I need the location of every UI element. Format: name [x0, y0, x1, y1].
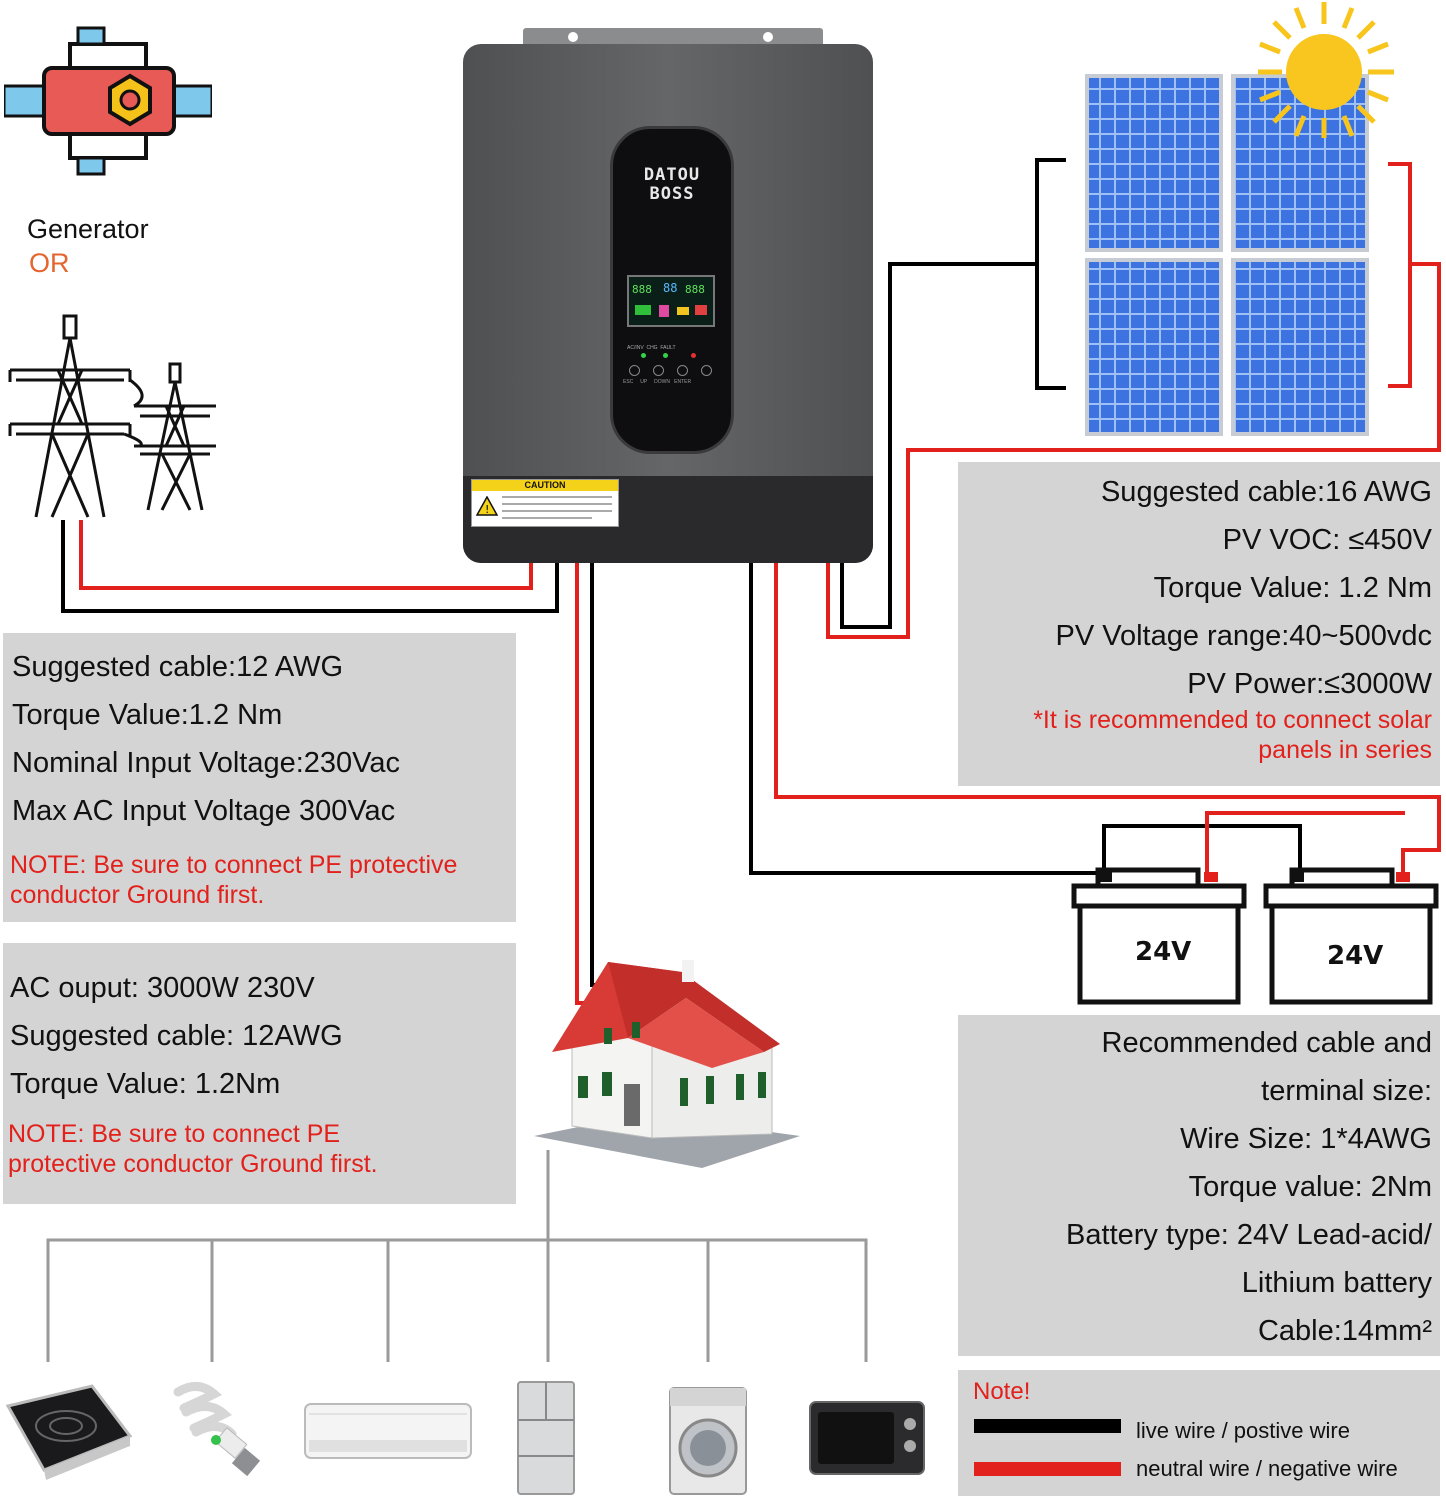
grid-note-line1: NOTE: Be sure to connect PE protective	[10, 851, 458, 879]
battery-negative-wire	[774, 562, 1441, 876]
battery-spec-line: Battery type: 24V Lead-acid/	[1066, 1219, 1432, 1251]
led-chg: CHG	[646, 345, 658, 351]
distribution-bus	[46, 1238, 868, 1362]
ac-spec-line: Torque Value: 1.2Nm	[10, 1068, 281, 1100]
up-label: UP	[640, 379, 648, 385]
enter-button[interactable]	[701, 365, 712, 376]
legend-item-neutral: neutral wire / negative wire	[1136, 1456, 1398, 1481]
battery-spec-line: Lithium battery	[1241, 1267, 1432, 1299]
refrigerator-icon	[517, 1381, 575, 1495]
legend-swatch-black	[974, 1419, 1121, 1433]
pv-bracket-left	[1035, 158, 1066, 390]
solar-panels-icon	[1085, 74, 1369, 436]
up-button[interactable]	[653, 365, 664, 376]
battery-spec-line: Wire Size: 1*4AWG	[1180, 1123, 1432, 1155]
battery-series-link	[1205, 811, 1405, 876]
legend-item-live: live wire / postive wire	[1136, 1418, 1350, 1443]
legend-title: Note!	[973, 1378, 1031, 1405]
led-ac-inv: AC/INV	[627, 345, 644, 351]
grid-spec-line: Torque Value:1.2 Nm	[12, 699, 283, 731]
battery-spec-box: Recommended cable and terminal size: Wir…	[958, 1015, 1440, 1356]
pv-spec-line: Torque Value: 1.2 Nm	[1153, 572, 1432, 604]
battery-spec-line: terminal size:	[1261, 1075, 1432, 1107]
grid-spec-line: Suggested cable:12 AWG	[12, 651, 344, 683]
pv-spec-line: PV Voltage range:40~500vdc	[1055, 620, 1433, 652]
microwave-oven-icon	[809, 1401, 925, 1475]
generator-label: Generator	[27, 214, 149, 244]
pv-spec-line: PV VOC: ≤450V	[1222, 524, 1432, 556]
led-fault: FAULT	[660, 345, 676, 351]
grid-neutral-wire	[79, 520, 533, 590]
led-indicators: AC/INV CHG FAULT	[627, 345, 719, 351]
ac-output-spec-box: AC ouput: 3000W 230V Suggested cable: 12…	[3, 943, 516, 1204]
ac-spec-line: Suggested cable: 12AWG	[10, 1020, 343, 1052]
lcd-digits-right: 888	[685, 283, 705, 296]
battery-icons	[1071, 867, 1439, 1005]
battery-label: 24V	[1135, 937, 1192, 967]
down-label: DOWN	[654, 379, 670, 385]
brand-line2: BOSS	[649, 184, 695, 204]
pv-negative-wire	[826, 262, 1441, 639]
battery-positive-wire	[749, 562, 1302, 876]
house-icon	[534, 960, 800, 1168]
ac-spec-line: AC ouput: 3000W 230V	[10, 972, 315, 1004]
air-conditioner-icon	[304, 1403, 472, 1459]
sun-icon	[1258, 2, 1394, 138]
caution-label: CAUTION !	[471, 479, 619, 527]
grid-spec-line: Max AC Input Voltage 300Vac	[12, 795, 396, 827]
output-live-wire	[590, 562, 606, 987]
grid-live-wire	[61, 520, 559, 613]
power-tower-icon	[8, 314, 216, 518]
light-bulb-icon	[173, 1382, 261, 1477]
induction-cooker-icon	[5, 1384, 133, 1480]
pv-spec-box: Suggested cable:16 AWG PV VOC: ≤450V Tor…	[958, 462, 1440, 786]
down-button[interactable]	[677, 365, 688, 376]
ac-note-line1: NOTE: Be sure to connect PE	[8, 1120, 341, 1148]
wire-legend: Note! live wire / postive wire neutral w…	[958, 1370, 1440, 1496]
legend-swatch-red	[974, 1462, 1121, 1476]
grid-spec-line: Nominal Input Voltage:230Vac	[12, 747, 401, 779]
generator-icon	[4, 26, 212, 176]
brand-line1: DATOU	[643, 165, 701, 185]
battery-label: 24V	[1327, 941, 1384, 971]
lcd-digits-center: 88	[663, 281, 678, 295]
battery-spec-line: Recommended cable and	[1101, 1027, 1432, 1059]
warning-icon: !	[476, 496, 498, 516]
ac-note-line2: protective conductor Ground first.	[8, 1150, 378, 1178]
pv-spec-line: Suggested cable:16 AWG	[1100, 476, 1432, 508]
washing-machine-icon	[669, 1387, 747, 1495]
battery-spec-line: Cable:14mm²	[1257, 1315, 1432, 1347]
grid-input-spec-box: Suggested cable:12 AWG Torque Value:1.2 …	[3, 633, 516, 922]
pv-positive-wire	[840, 262, 1037, 629]
inverter-unit: CAUTION ! DATOU BOSS 888 88 888 AC/INV C…	[463, 28, 873, 563]
caution-title: CAUTION	[472, 480, 618, 491]
esc-label: ESC	[623, 379, 634, 385]
enter-label: ENTER	[674, 379, 692, 385]
battery-spec-line: Torque value: 2Nm	[1188, 1171, 1432, 1203]
mounting-bracket	[523, 28, 823, 48]
pv-note-line2: panels in series	[1258, 736, 1432, 764]
pv-note-line1: *It is recommended to connect solar	[1033, 706, 1432, 734]
svg-text:!: !	[485, 503, 489, 516]
pv-bracket-right	[1388, 162, 1412, 388]
or-label: OR	[29, 248, 70, 278]
lcd-digits-left: 888	[632, 283, 652, 296]
esc-button[interactable]	[629, 365, 640, 376]
control-panel: DATOU BOSS 888 88 888 AC/INV CHG FAULT E…	[610, 126, 734, 454]
pv-spec-line: PV Power:≤3000W	[1187, 668, 1432, 700]
lcd-screen: 888 88 888	[627, 275, 715, 327]
grid-note-line2: conductor Ground first.	[10, 881, 265, 909]
